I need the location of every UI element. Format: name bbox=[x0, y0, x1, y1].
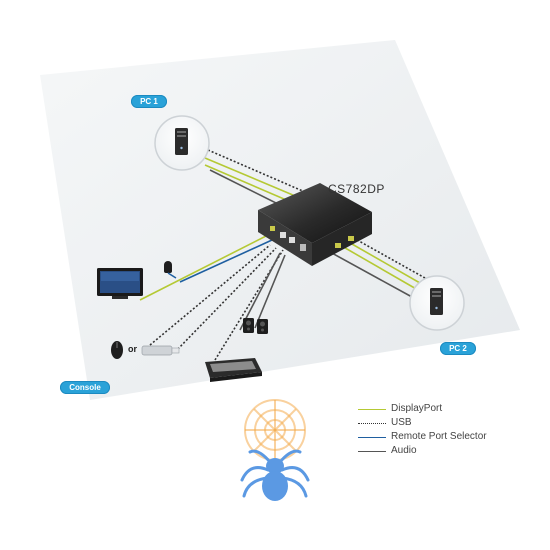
pc2-device bbox=[409, 275, 465, 331]
legend-label: Audio bbox=[391, 445, 417, 456]
legend-line-displayport bbox=[358, 409, 386, 410]
legend-line-audio bbox=[358, 451, 386, 452]
pc-tower-icon bbox=[175, 128, 188, 155]
pc2-label: PC 2 bbox=[440, 342, 476, 355]
legend-label: Remote Port Selector bbox=[391, 431, 487, 442]
legend-line-remote-port-selector bbox=[358, 437, 386, 438]
or-label: or bbox=[128, 344, 137, 354]
monitor-icon bbox=[97, 268, 143, 299]
pc1-label: PC 1 bbox=[131, 95, 167, 108]
pc1-device bbox=[154, 115, 210, 171]
speakers-icon bbox=[243, 318, 268, 334]
legend-label: USB bbox=[391, 417, 412, 428]
spider-watermark-icon bbox=[240, 399, 310, 501]
kvm-switch-icon bbox=[258, 183, 372, 266]
model-label: CS782DP bbox=[328, 182, 385, 196]
usb-stick-icon bbox=[141, 345, 180, 356]
keyboard-icon bbox=[205, 358, 262, 382]
pc2-cables bbox=[329, 235, 426, 298]
legend-label: DisplayPort bbox=[391, 403, 443, 414]
console-label: Console bbox=[60, 381, 110, 394]
pc-tower-icon bbox=[430, 288, 443, 315]
console-cables bbox=[139, 234, 286, 361]
mouse-icon bbox=[111, 341, 123, 359]
legend-line-usb bbox=[358, 423, 386, 424]
remote-selector-icon bbox=[164, 261, 177, 279]
